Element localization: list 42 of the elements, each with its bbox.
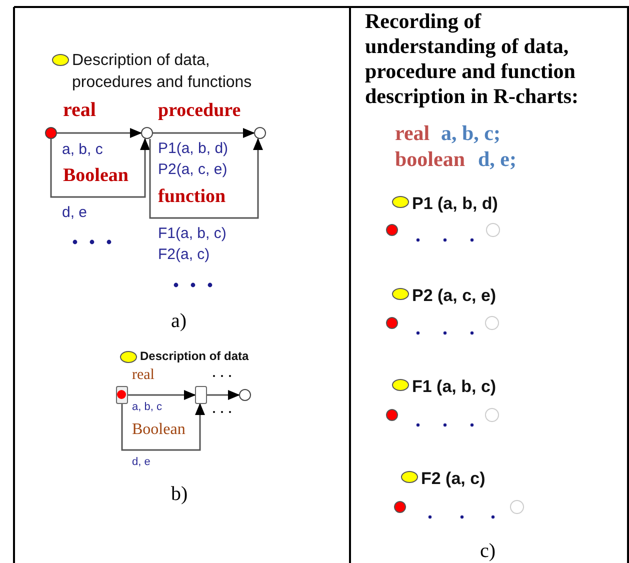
procedure-call: P2(a, c, e) xyxy=(158,161,228,178)
procedure-call: P1(a, b, d) xyxy=(158,140,228,157)
start-vertex xyxy=(386,409,398,421)
panel-caption: b) xyxy=(171,483,188,506)
parameter-list: d, e xyxy=(62,204,88,221)
end-vertex xyxy=(485,408,499,422)
end-vertex xyxy=(239,389,251,401)
end-vertex xyxy=(254,127,266,139)
panel-caption: c) xyxy=(480,540,496,563)
vertex-label: Description of data xyxy=(140,348,249,365)
function-call: F2(a, c) xyxy=(158,246,210,263)
end-vertex xyxy=(485,316,499,330)
type-keyword: real xyxy=(395,121,430,146)
panel-caption: a) xyxy=(171,310,187,333)
start-vertex xyxy=(45,127,57,139)
variable-list: a, b, c; xyxy=(441,121,500,146)
edge-label: Boolean xyxy=(132,421,186,439)
vertex-label: P1 (a, b, d) xyxy=(412,193,498,215)
start-vertex xyxy=(386,317,398,329)
vertex-label: F2 (a, c) xyxy=(421,468,486,490)
parameter-list: d, e xyxy=(132,456,150,468)
vertex-label: P2 (a, c, e) xyxy=(412,285,496,307)
vertex-label: F1 (a, b, c) xyxy=(412,376,496,398)
vertex-box xyxy=(195,386,207,404)
function-call: F1(a, b, c) xyxy=(158,225,226,242)
end-vertex xyxy=(486,223,500,237)
variable-list: d, e; xyxy=(478,147,516,172)
vertex-circle xyxy=(141,127,153,139)
parameter-list: a, b, c xyxy=(132,401,162,413)
edge-label: Boolean xyxy=(63,165,128,187)
end-vertex xyxy=(510,500,524,514)
edge-label: procedure xyxy=(158,100,241,122)
start-vertex xyxy=(386,224,398,236)
edge-label: real xyxy=(132,367,154,384)
parameter-list: a, b, c xyxy=(62,141,103,158)
edge-label: real xyxy=(63,99,96,122)
vertex-label: Description of data, procedures and functions xyxy=(72,51,253,94)
heading: Recording of understanding of data, procedure and function description in R-charts: xyxy=(365,9,580,109)
start-vertex xyxy=(116,386,128,404)
type-keyword: boolean xyxy=(395,147,466,172)
edge-label: function xyxy=(158,186,226,208)
start-vertex xyxy=(394,501,406,513)
